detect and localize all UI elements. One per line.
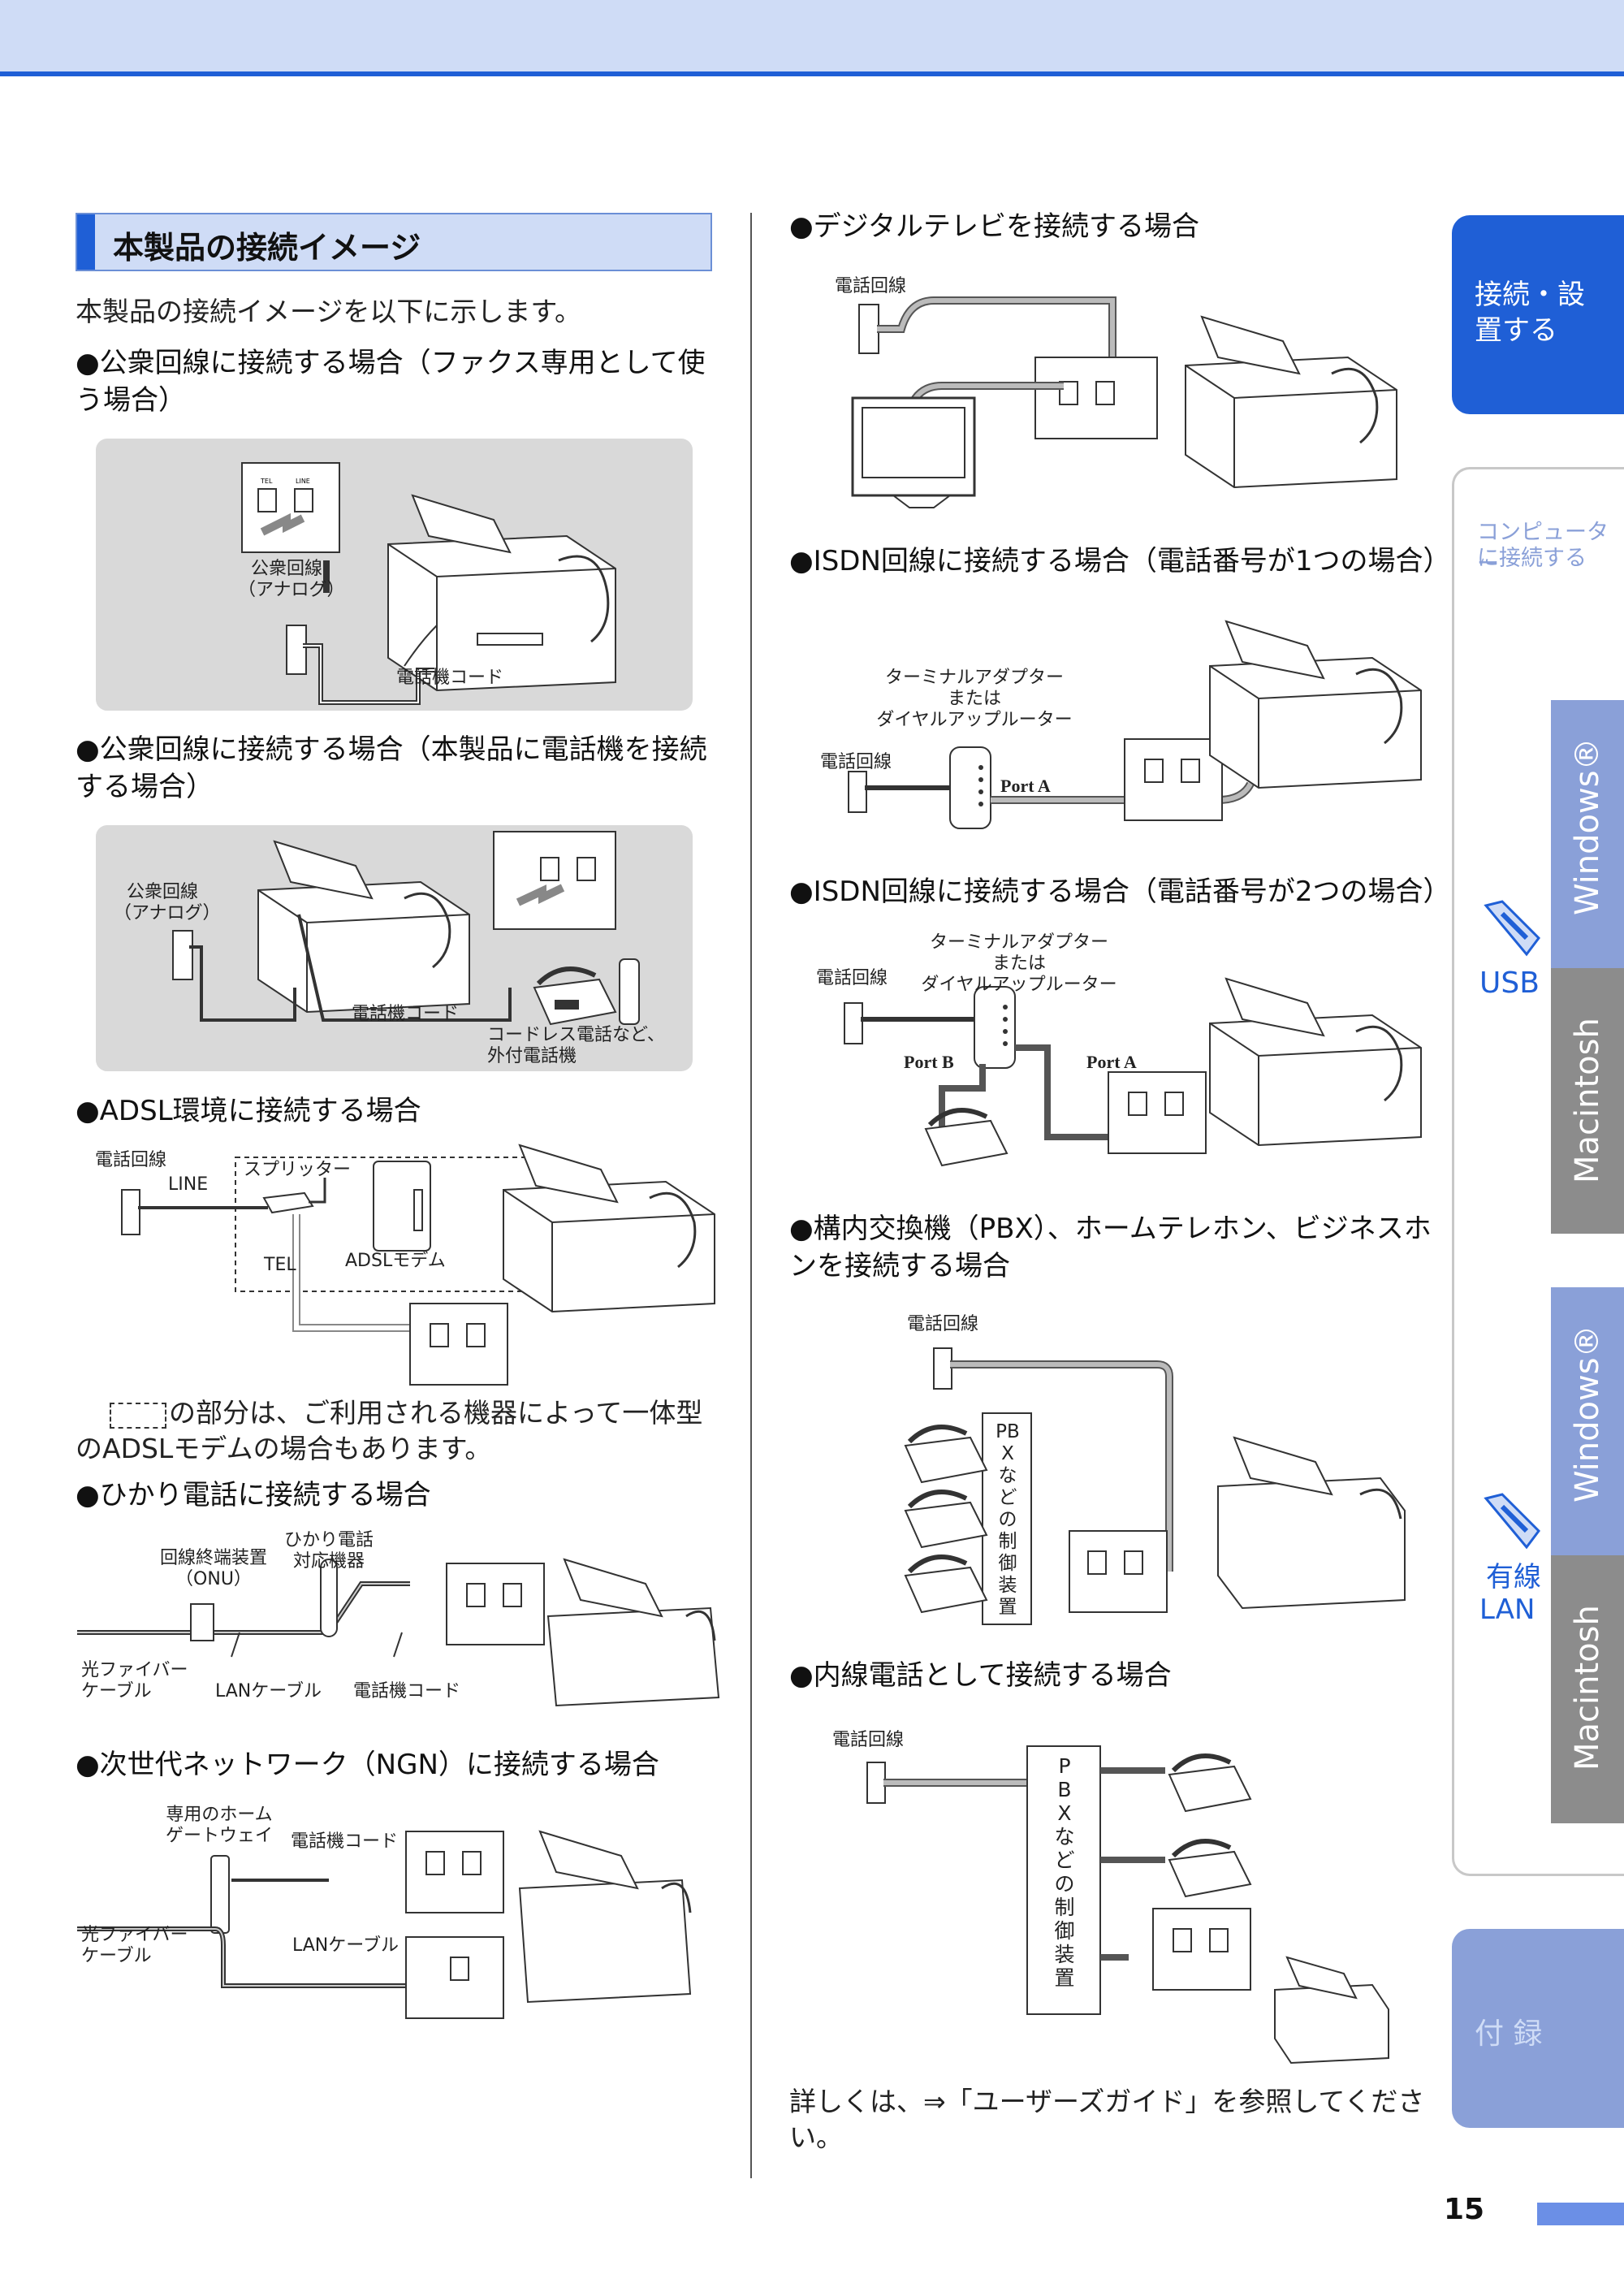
heading-adsl: ●ADSL環境に接続する場合	[76, 1095, 421, 1127]
label-onu: 回線終端装置	[159, 1548, 267, 1568]
label-hikari: ひかり電話	[283, 1530, 374, 1550]
lan-label: LAN	[1479, 1593, 1535, 1626]
heading-isdn-double: ●ISDN回線に接続する場合（電話番号が2つの場合）	[789, 876, 1451, 908]
label-external-phone: 外付電話機	[487, 1046, 577, 1066]
heading-analog-with-phone: ●公衆回線に接続する場合（本製品に電話機を接続する場合）	[76, 733, 707, 803]
diagram-ngn	[77, 1830, 692, 2019]
label-gateway: ゲートウェイ	[165, 1826, 273, 1846]
diagram-extension	[866, 1745, 1389, 2065]
label-public-line: 公衆回線	[250, 559, 322, 579]
lan-windows-tab[interactable]: Windows®	[1551, 1287, 1624, 1555]
lan-mac-label: Macintosh	[1569, 1605, 1606, 1771]
label-terminal-adapter: ターミナルアダプター	[929, 932, 1108, 953]
label-fiber-cable: ケーブル	[81, 1681, 152, 1701]
label-dialup-router: ダイヤルアップルーター	[876, 710, 1073, 730]
diagram-hikari	[77, 1558, 720, 1707]
tab-appendix-label: 付 録	[1475, 2017, 1543, 2051]
label-onu-abbr: （ONU）	[175, 1569, 252, 1589]
tab-connect-setup[interactable]: 接続・設置する	[1452, 215, 1624, 414]
intro-text: 本製品の接続イメージを以下に示します。	[76, 296, 582, 327]
diagram-adsl	[121, 1144, 715, 1386]
label-analog: （アナログ）	[114, 903, 221, 923]
heading-pbx: ●構内交換機（PBX）、ホームテレホン、ビジネスホンを接続する場合	[789, 1213, 1432, 1282]
tab-appendix[interactable]: 付 録	[1452, 1929, 1624, 2128]
label-adsl-modem: ADSLモデム	[345, 1251, 446, 1271]
diagram-digital-tv	[851, 296, 1397, 508]
label-phone-line: 電話回線	[820, 752, 892, 772]
diagram-analog-with-phone: 公衆回線 （アナログ） 電話機コード コードレス電話など、 外付電話機	[96, 825, 693, 1071]
label-tel: TEL	[264, 1255, 296, 1275]
label-phone-cord: 電話機コード	[352, 1004, 460, 1024]
label-hikari-device: 対応機器	[292, 1551, 365, 1572]
label-fiber: 光ファイバー	[81, 1925, 188, 1945]
section-title-marker	[77, 214, 95, 270]
diagram-isdn-single	[848, 620, 1422, 829]
label-port-b: Port B	[904, 1052, 954, 1072]
column-divider	[750, 213, 752, 2178]
label-lan-cable: LANケーブル	[292, 1935, 399, 1956]
label-phone-line: 電話回線	[95, 1150, 167, 1170]
section-title-text: 本製品の接続イメージ	[113, 230, 421, 266]
label-phone-cord: 電話機コード	[396, 668, 504, 688]
tab-computer-connect-label-2: に接続する	[1477, 546, 1587, 571]
label-port-a: Port A	[1086, 1052, 1137, 1072]
label-port-a: Port A	[1000, 776, 1051, 796]
label-splitter: スプリッター	[244, 1160, 352, 1180]
label-fiber: 光ファイバー	[81, 1660, 188, 1680]
label-phone-line: 電話回線	[835, 276, 907, 296]
label-pbx: PBXなどの制御装置	[1054, 1754, 1075, 1990]
tab-computer-connect-label-1: コンピューター	[1477, 520, 1609, 577]
label-pbx: PBXなどの制御装置	[996, 1421, 1020, 1618]
heading-ngn: ●次世代ネットワーク（NGN）に接続する場合	[76, 1749, 659, 1781]
footer-text: 詳しくは、⇒「ユーザーズガイド」を参照してください。	[789, 2086, 1425, 2153]
heading-isdn-single: ●ISDN回線に接続する場合（電話番号が1つの場合）	[789, 545, 1451, 577]
label-cordless: コードレス電話など、	[487, 1025, 665, 1045]
diagram-analog-fax-only-art: TEL LINE	[241, 462, 616, 705]
adsl-note: の部分は、ご利用される機器によって一体型のADSLモデムの場合もあります。	[76, 1397, 703, 1464]
port-line-label: LINE	[296, 478, 310, 485]
label-public-line: 公衆回線	[126, 882, 198, 902]
label-or: または	[991, 953, 1046, 974]
diagram-isdn-double	[844, 977, 1422, 1167]
usb-mac-label: Macintosh	[1569, 1018, 1606, 1183]
label-fiber-cable: ケーブル	[81, 1946, 152, 1966]
heading-digital-tv: ●デジタルテレビを接続する場合	[789, 210, 1199, 243]
usb-plug-icon	[1484, 900, 1540, 957]
label-home-gateway: 専用のホーム	[166, 1805, 273, 1825]
lan-plug-icon	[1484, 1493, 1540, 1550]
section-title: 本製品の接続イメージ	[76, 213, 712, 271]
label-analog: （アナログ）	[238, 580, 345, 600]
port-tel-label: TEL	[260, 478, 273, 485]
lan-mac-tab[interactable]: Macintosh	[1551, 1555, 1624, 1823]
label-lan-cable: LANケーブル	[215, 1681, 322, 1701]
heading-extension: ●内線電話として接続する場合	[789, 1659, 1172, 1692]
usb-label: USB	[1479, 966, 1540, 1000]
label-terminal-adapter: ターミナルアダプター	[884, 668, 1064, 688]
heading-analog-fax-only: ●公衆回線に接続する場合（ファクス専用として使う場合）	[76, 347, 706, 417]
label-phone-line: 電話回線	[832, 1730, 905, 1750]
dashed-box-sample	[110, 1403, 166, 1429]
page-number-bar	[1537, 2203, 1624, 2225]
heading-hikari: ●ひかり電話に接続する場合	[76, 1479, 431, 1511]
diagram-analog-fax-only: TEL LINE 公衆回線 （アナログ） 電話機コード	[96, 439, 693, 711]
diagram-analog-with-phone-art	[172, 831, 640, 1026]
tab-connect-setup-label: 接続・設置する	[1475, 279, 1585, 347]
page-header-band	[0, 0, 1624, 76]
usb-windows-tab[interactable]: Windows®	[1551, 700, 1624, 968]
label-phone-cord: 電話機コード	[353, 1681, 461, 1701]
label-dialup-router: ダイヤルアップルーター	[921, 975, 1117, 995]
usb-windows-label: Windows®	[1569, 737, 1606, 915]
label-line: LINE	[168, 1174, 209, 1195]
label-phone-line: 電話回線	[816, 968, 888, 988]
label-phone-cord: 電話機コード	[291, 1831, 399, 1852]
label-or: または	[947, 689, 1001, 709]
wired-label: 有線	[1486, 1561, 1541, 1593]
usb-mac-tab[interactable]: Macintosh	[1551, 968, 1624, 1234]
page-number: 15	[1444, 2193, 1485, 2226]
diagram-pbx	[904, 1347, 1406, 1625]
label-phone-line: 電話回線	[907, 1314, 979, 1334]
lan-windows-label: Windows®	[1569, 1325, 1606, 1503]
